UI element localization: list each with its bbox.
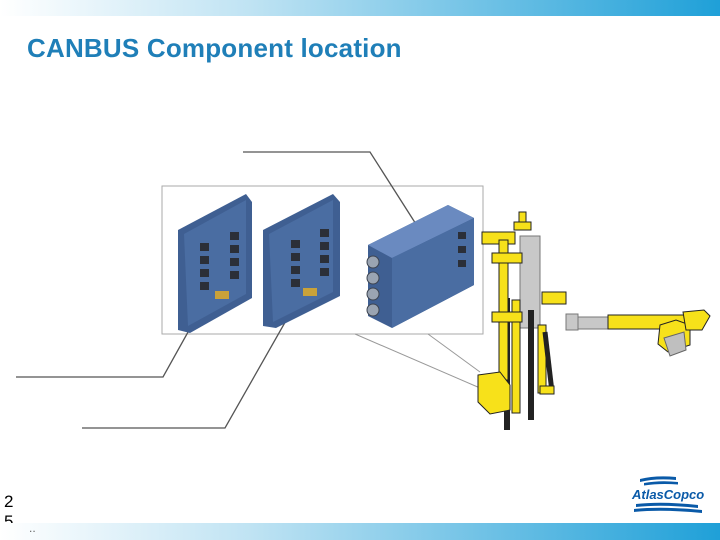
io-module-icon — [366, 205, 474, 328]
can-module-icon — [178, 194, 252, 333]
footer-dots: .. — [29, 521, 36, 535]
top-gradient-bar — [0, 0, 720, 16]
inset-frame — [161, 185, 484, 335]
page-number: 25 — [4, 492, 14, 531]
page-title: CANBUS Component location — [27, 33, 402, 63]
logo-text: AtlasCopco — [632, 487, 705, 502]
zoom-line-left — [354, 333, 481, 389]
atlas-copco-logo: AtlasCopco — [632, 475, 706, 515]
callout-line-bottom — [82, 295, 301, 429]
zoom-line-right — [427, 333, 481, 373]
can-module-icon — [263, 194, 340, 328]
logo-wave-icon — [634, 476, 702, 513]
drill-rig-icon — [477, 211, 711, 430]
bottom-gradient-bar — [0, 523, 720, 540]
callout-line-top — [243, 151, 429, 244]
